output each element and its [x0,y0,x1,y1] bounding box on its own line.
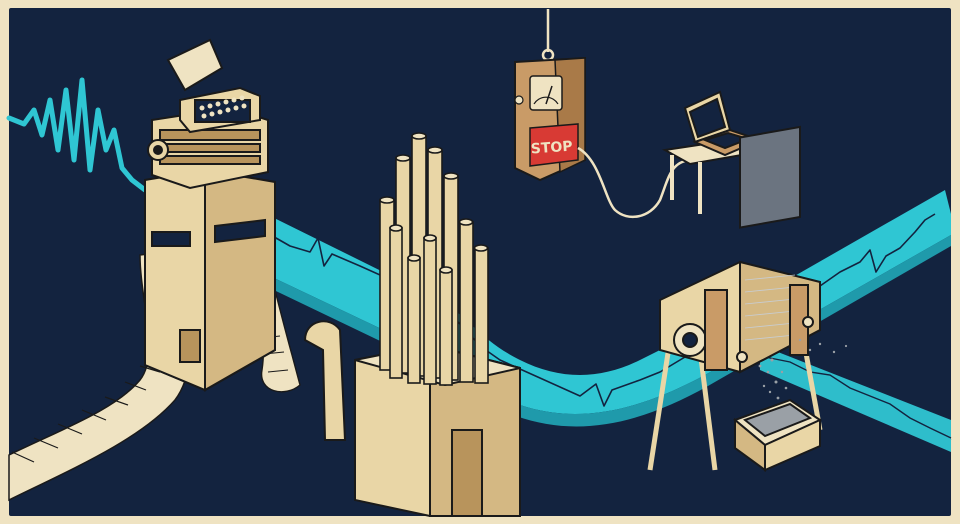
stop-device [514,9,586,182]
organ-pipes [379,132,489,386]
ribbon-waveform-trace [239,213,936,407]
laptop-screen-icon [688,97,727,139]
filter-machine [647,125,823,472]
stop-label: STOP [530,139,573,158]
gauge-dial-icon [529,75,563,111]
incoming-waveform [6,77,148,193]
bent-pipe [303,320,347,441]
stop-panel [529,123,579,167]
sieve-particles [758,338,848,400]
ribbon-branch-trace-2 [764,356,952,439]
ribbon-edge [232,235,951,427]
typewriter-keys [199,95,247,119]
